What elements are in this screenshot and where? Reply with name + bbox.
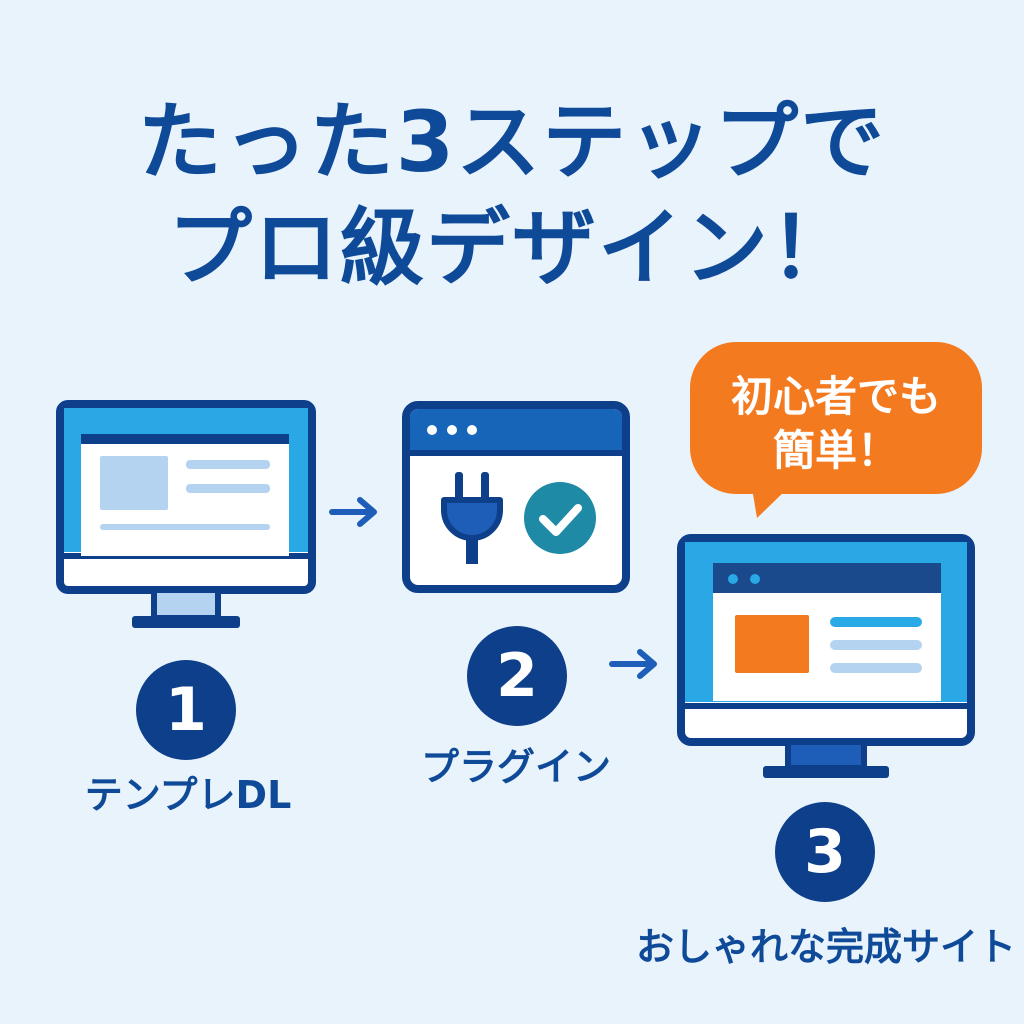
monitor-site-icon <box>677 534 975 778</box>
step-2-label: プラグイン <box>420 745 612 789</box>
plugin-check-icon <box>402 401 630 593</box>
step-3-label: おしゃれな完成サイト <box>635 925 1017 969</box>
headline-line-1: たった3ステップで <box>137 93 887 191</box>
callout-line-1: 初心者でも <box>730 372 941 421</box>
callout-line-2: 簡単！ <box>772 426 899 475</box>
step-3-badge: 3 <box>775 802 875 902</box>
callout-text: 初心者でも 簡単！ <box>690 370 982 478</box>
speech-bubble-shape <box>690 342 982 518</box>
step-1-label: テンプレDL <box>84 773 292 817</box>
step-1-badge: 1 <box>136 660 236 760</box>
step-2-badge: 2 <box>467 626 567 726</box>
headline-line-2: プロ級デザイン！ <box>167 199 856 297</box>
monitor-template-icon <box>56 400 316 628</box>
arrow-right-icon-2 <box>609 649 657 679</box>
arrow-right-icon-1 <box>329 497 377 527</box>
